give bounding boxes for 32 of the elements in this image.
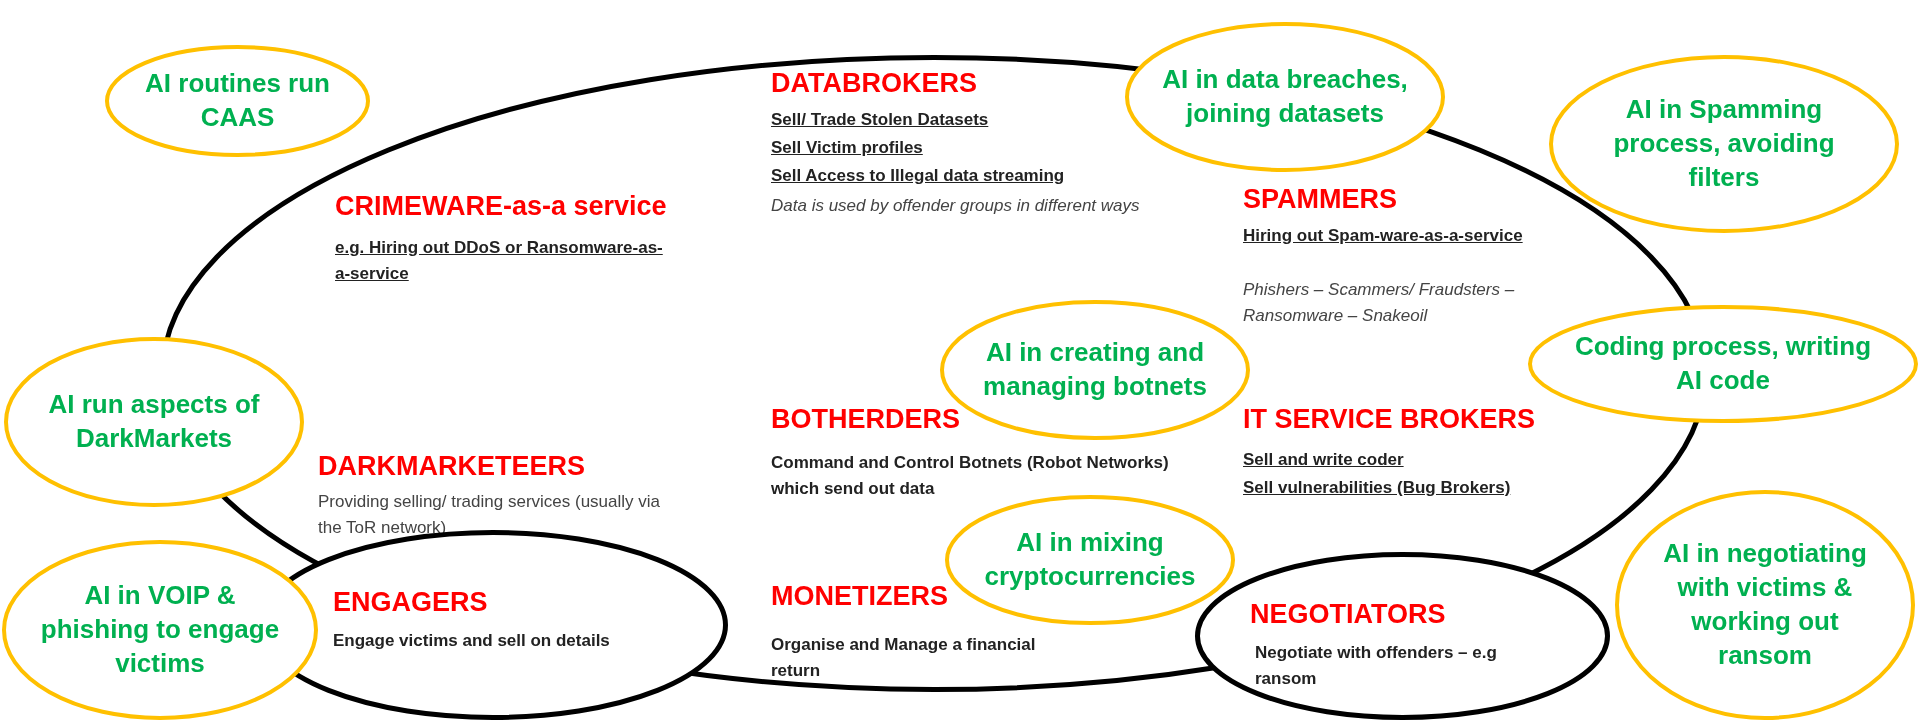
- annotation-text: AI in creating and managing botnets: [982, 336, 1208, 403]
- annotation-text: AI in mixing cryptocurrencies: [983, 526, 1197, 593]
- group-description: Command and Control Botnets (Robot Networks) which send out data: [771, 452, 1170, 500]
- group-description: Providing selling/ trading services (usually via the ToR network): [318, 491, 662, 539]
- group-heading: DATABROKERS: [771, 67, 978, 100]
- group-description: Organise and Manage a financial return: [771, 634, 1037, 682]
- group-heading: DARKMARKETEERS: [318, 450, 586, 483]
- group-description: Negotiate with offenders – e.g ransom: [1255, 642, 1498, 690]
- annotation-text: AI in negotiating with victims & working out ransom: [1662, 537, 1868, 672]
- group-heading: BOTHERDERS: [771, 403, 961, 436]
- group-heading: SPAMMERS: [1243, 183, 1398, 216]
- group-description: Sell Access to Illegal data streaming: [771, 165, 1066, 187]
- group-heading: NEGOTIATORS: [1250, 598, 1447, 631]
- group-description: e.g. Hiring out DDoS or Ransomware-as-a-service: [335, 237, 664, 285]
- group-description: Phishers – Scammers/ Fraudsters – Ransomware – Snakeoil: [1243, 279, 1516, 327]
- group-heading: MONETIZERS: [771, 580, 949, 613]
- group-heading: IT SERVICE BROKERS: [1243, 403, 1537, 436]
- group-description: Engage victims and sell on details: [333, 630, 611, 652]
- annotation-text: AI run aspects of DarkMarkets: [47, 388, 261, 455]
- annotation-text: AI in data breaches, joining datasets: [1161, 63, 1409, 130]
- annotation-text: AI in Spamming process, avoiding filters: [1612, 93, 1836, 194]
- annotation-text: AI routines run CAAS: [144, 67, 331, 134]
- group-description: Sell Victim profiles: [771, 137, 924, 159]
- group-description: Hiring out Spam-ware-as-a-service: [1243, 225, 1524, 247]
- group-heading: ENGAGERS: [333, 586, 489, 619]
- annotation-text: Coding process, writing AI code: [1573, 330, 1873, 397]
- group-heading: CRIMEWARE-as-a service: [335, 190, 668, 223]
- group-description: Sell vulnerabilities (Bug Brokers): [1243, 477, 1512, 499]
- annotation-text: AI in VOIP & phishing to engage victims: [39, 579, 281, 680]
- group-description: Data is used by offender groups in different ways: [771, 195, 1141, 217]
- group-description: Sell and write coder: [1243, 449, 1405, 471]
- group-description: Sell/ Trade Stolen Datasets: [771, 109, 990, 131]
